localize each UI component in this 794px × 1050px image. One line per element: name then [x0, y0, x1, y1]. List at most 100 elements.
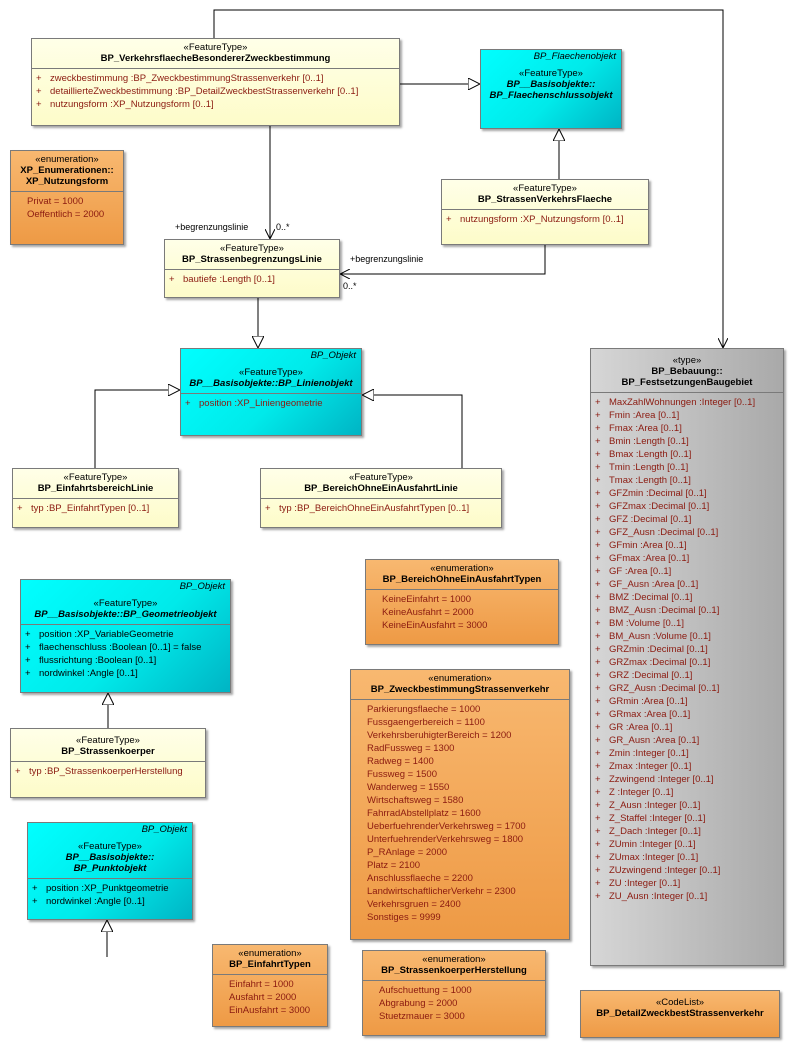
enum-literal: Wanderweg = 1550 — [367, 782, 450, 793]
attribute: +ZUmin :Integer [0..1] — [595, 839, 696, 850]
enum-bereichohneeinausfahrttypen[interactable]: «enumeration» BP_BereichOhneEinAusfahrtT… — [365, 559, 559, 645]
attribute: +ZU :Integer [0..1] — [595, 878, 681, 889]
attribute: +Zmax :Integer [0..1] — [595, 761, 692, 772]
class-verkehrsflaeche[interactable]: «FeatureType» BP_VerkehrsflaecheBesonder… — [31, 38, 400, 126]
enum-literal: RadFussweg = 1300 — [367, 743, 455, 754]
attribute: +GFmin :Area [0..1] — [595, 540, 687, 551]
codelist-detailzweckbeststrassenverkehr[interactable]: «CodeList» BP_DetailZweckbestStrassenver… — [580, 990, 780, 1038]
parent-label: BP_Objekt — [310, 350, 356, 361]
class-name-line1: BP_Bebauung:: — [651, 366, 723, 377]
stereotype: «FeatureType» — [220, 243, 284, 254]
enum-literal: Anschlussflaeche = 2200 — [367, 873, 473, 884]
class-strassenbegrenzungslinie[interactable]: «FeatureType» BP_StrassenbegrenzungsLini… — [164, 239, 340, 298]
stereotype: «type» — [672, 355, 702, 366]
attribute: +BM_Ausn :Volume [0..1] — [595, 631, 711, 642]
enum-nutzungsform[interactable]: «enumeration» XP_Enumerationen:: XP_Nutz… — [10, 150, 124, 245]
enum-literal: Fussweg = 1500 — [367, 769, 437, 780]
class-name: BP_DetailZweckbestStrassenverkehr — [596, 1008, 764, 1019]
class-punktobjekt[interactable]: BP_Objekt «FeatureType» BP__Basisobjekte… — [27, 822, 193, 920]
multiplicity-left: 0..* — [276, 222, 290, 232]
stereotype: «enumeration» — [430, 563, 494, 574]
parent-label: BP_Objekt — [141, 824, 187, 835]
attribute: +GRZ :Decimal [0..1] — [595, 670, 693, 681]
class-name: BP_StrassenbegrenzungsLinie — [182, 254, 322, 265]
attribute: +Z_Staffel :Integer [0..1] — [595, 813, 706, 824]
attributes-compartment: +position :XP_VariableGeometrie +flaeche… — [21, 624, 230, 683]
class-bereichohneeinausfahrtlinie[interactable]: «FeatureType» BP_BereichOhneEinAusfahrtL… — [260, 468, 502, 528]
enum-literal: Abgrabung = 2000 — [379, 998, 458, 1009]
attributes-compartment: +nutzungsform :XP_Nutzungsform [0..1] — [442, 209, 648, 229]
attribute: +position :XP_Punktgeometrie — [32, 883, 169, 894]
enum-literal: Stuetzmauer = 3000 — [379, 1011, 465, 1022]
enum-literal: KeineEinfahrt = 1000 — [382, 594, 471, 605]
attribute: +GR :Area [0..1] — [595, 722, 673, 733]
class-name: BP_Strassenkoerper — [61, 746, 155, 757]
attribute: +Fmin :Area [0..1] — [595, 410, 680, 421]
stereotype: «FeatureType» — [349, 472, 413, 483]
enum-literal: Sonstiges = 9999 — [367, 912, 441, 923]
enum-literal: Platz = 2100 — [367, 860, 421, 871]
enum-literal: Oeffentlich = 2000 — [27, 209, 105, 220]
attribute: +nordwinkel :Angle [0..1] — [25, 668, 138, 679]
parent-label: BP_Objekt — [179, 581, 225, 592]
enum-literal: EinAusfahrt = 3000 — [229, 1005, 311, 1016]
enum-literal: Parkierungsflaeche = 1000 — [367, 704, 481, 715]
class-strassenkoerper[interactable]: «FeatureType» BP_Strassenkoerper +typ :B… — [10, 728, 206, 798]
attribute: +position :XP_Liniengeometrie — [185, 398, 323, 409]
attribute: +BM :Volume [0..1] — [595, 618, 684, 629]
stereotype: «FeatureType» — [78, 841, 142, 852]
enum-zweckbestimmungstrassenverkehr[interactable]: «enumeration» BP_ZweckbestimmungStrassen… — [350, 669, 570, 940]
stereotype: «enumeration» — [238, 948, 302, 959]
stereotype: «FeatureType» — [93, 598, 158, 609]
class-name-line2: BP_Flaechenschlussobjekt — [489, 90, 613, 101]
literals-compartment: Einfahrt = 1000 Ausfahrt = 2000 EinAusfa… — [213, 974, 327, 1020]
attribute: +Zzwingend :Integer [0..1] — [595, 774, 714, 785]
attribute: +bautiefe :Length [0..1] — [169, 274, 275, 285]
enum-literal: Fussgaengerbereich = 1100 — [367, 717, 485, 728]
stereotype: «FeatureType» — [63, 472, 128, 483]
enum-literal: KeineEinAusfahrt = 3000 — [382, 620, 488, 631]
enum-literal: Privat = 1000 — [27, 196, 84, 207]
stereotype: «FeatureType» — [183, 42, 248, 53]
attribute: +Tmax :Length [0..1] — [595, 475, 691, 486]
attribute: +Bmin :Length [0..1] — [595, 436, 689, 447]
class-festsetzungenbaugebiet[interactable]: «type» BP_Bebauung:: BP_FestsetzungenBau… — [590, 348, 784, 966]
attribute: +Z :Integer [0..1] — [595, 787, 674, 798]
class-name-line2: BP_FestsetzungenBaugebiet — [621, 377, 753, 388]
class-einfahrtsbereichlinie[interactable]: «FeatureType» BP_EinfahrtsbereichLinie +… — [12, 468, 179, 528]
attribute: +Zmin :Integer [0..1] — [595, 748, 689, 759]
attribute: +zweckbestimmung :BP_ZweckbestimmungStra… — [36, 73, 324, 84]
attribute: +typ :BP_StrassenkoerperHerstellung — [15, 766, 183, 777]
attribute: +nutzungsform :XP_Nutzungsform [0..1] — [36, 99, 214, 110]
class-name: BP_EinfahrtTypen — [229, 959, 311, 970]
attribute: +GRZmin :Decimal [0..1] — [595, 644, 708, 655]
attributes-compartment: +typ :BP_BereichOhneEinAusfahrtTypen [0.… — [261, 498, 501, 518]
enum-literal: VerkehrsberuhigterBereich = 1200 — [367, 730, 512, 741]
enum-einfahrttypen[interactable]: «enumeration» BP_EinfahrtTypen Einfahrt … — [212, 944, 328, 1027]
stereotype: «enumeration» — [35, 154, 99, 165]
attribute: +nordwinkel :Angle [0..1] — [32, 896, 145, 907]
attributes-compartment: +typ :BP_EinfahrtTypen [0..1] — [13, 498, 178, 518]
class-linienobjekt[interactable]: BP_Objekt «FeatureType» BP__Basisobjekte… — [180, 348, 362, 436]
stereotype: «enumeration» — [428, 673, 492, 684]
attributes-compartment: +position :XP_Liniengeometrie — [181, 393, 361, 413]
class-flaechenschlussobjekt[interactable]: BP_Flaechenobjekt «FeatureType» BP__Basi… — [480, 49, 622, 129]
attribute: +GRmax :Area [0..1] — [595, 709, 691, 720]
enum-literal: Radweg = 1400 — [367, 756, 434, 767]
role-label-left: +begrenzungslinie — [175, 222, 249, 232]
enum-strassenkoerperherstellung[interactable]: «enumeration» BP_StrassenkoerperHerstell… — [362, 950, 546, 1036]
attribute: +GFZmin :Decimal [0..1] — [595, 488, 707, 499]
attribute: +GF_Ausn :Area [0..1] — [595, 579, 699, 590]
enum-literal: Einfahrt = 1000 — [229, 979, 294, 990]
class-strassenverkehrsflaeche[interactable]: «FeatureType» BP_StrassenVerkehrsFlaeche… — [441, 179, 649, 245]
class-name: BP_ZweckbestimmungStrassenverkehr — [370, 684, 550, 695]
attribute: +BMZ_Ausn :Decimal [0..1] — [595, 605, 720, 616]
class-geometrieobjekt[interactable]: BP_Objekt «FeatureType» BP__Basisobjekte… — [20, 579, 231, 693]
parent-label: BP_Flaechenobjekt — [533, 51, 616, 62]
class-name: BP__Basisobjekte::BP_Geometrieobjekt — [34, 609, 217, 620]
class-name: BP_StrassenVerkehrsFlaeche — [477, 194, 613, 205]
enum-literal: P_RAnlage = 2000 — [367, 847, 448, 858]
stereotype: «FeatureType» — [513, 183, 577, 194]
attribute: +GFmax :Area [0..1] — [595, 553, 690, 564]
attribute: +nutzungsform :XP_Nutzungsform [0..1] — [446, 214, 624, 225]
